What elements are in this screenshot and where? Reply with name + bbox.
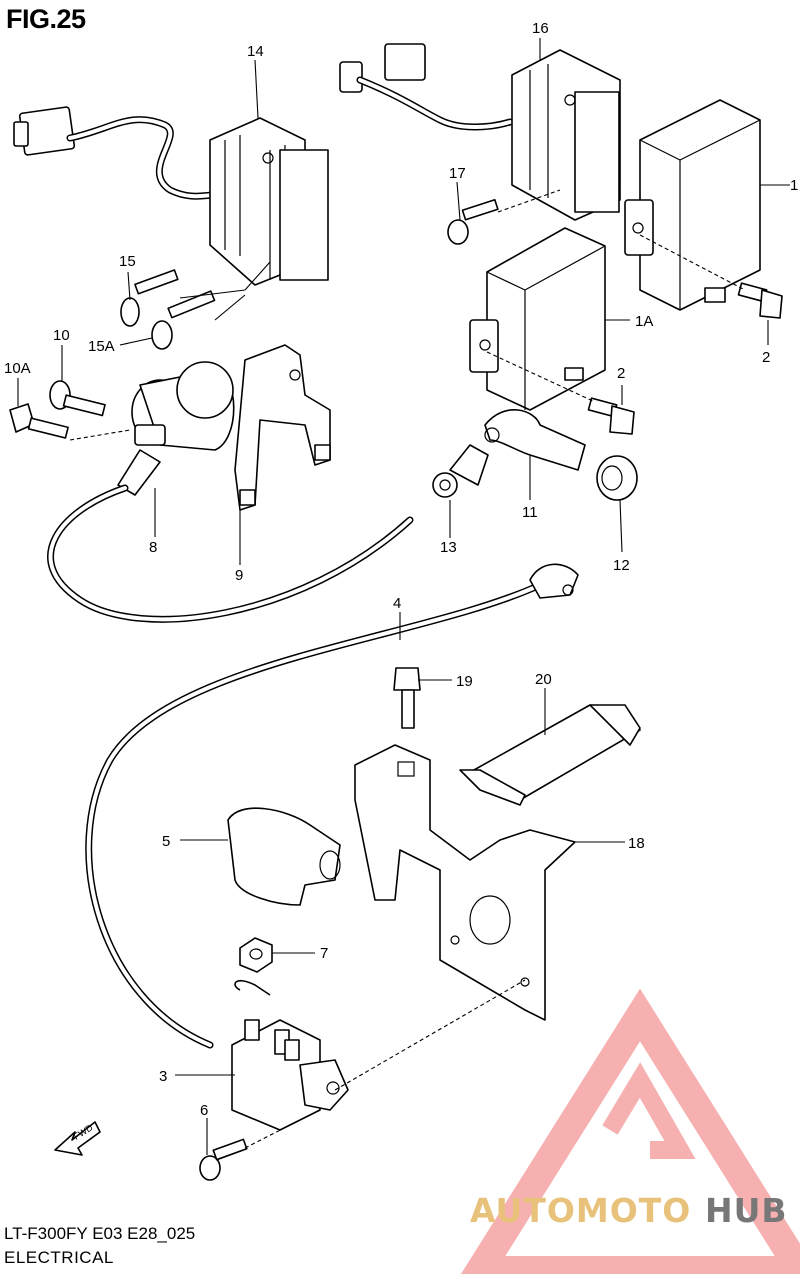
part-19-bolt <box>393 667 421 729</box>
part-13-cap <box>432 444 489 498</box>
part-7-nut <box>239 937 273 973</box>
watermark-logo <box>460 988 800 1274</box>
part-2-bolt-lower <box>587 397 635 435</box>
label-part-7: 7 <box>320 945 328 962</box>
part-12-seal <box>596 455 638 501</box>
model-code: LT-F300FY E03 E28_025 <box>4 1224 196 1243</box>
part-8-ignition-coil <box>117 361 235 496</box>
label-part-17: 17 <box>449 165 466 182</box>
fwd-arrow-icon: FWD <box>54 1121 101 1156</box>
part-9-bracket <box>234 344 331 511</box>
part-16-regulator <box>339 43 621 221</box>
part-11-plug-cap <box>484 408 586 471</box>
label-part-5: 5 <box>162 833 170 850</box>
part-4-wire <box>85 563 579 1049</box>
label-part-20: 20 <box>535 671 552 688</box>
watermark-text-hub: HUB <box>705 1191 788 1230</box>
part-17-bolt <box>447 198 499 245</box>
figure-title: FIG.25 <box>6 4 86 34</box>
part-3-starter-relay <box>231 980 349 1131</box>
section-name: ELECTRICAL <box>4 1248 114 1267</box>
part-1-cdi-unit <box>624 99 761 311</box>
part-18-battery-bracket <box>354 744 576 1021</box>
part-5-terminal-boot <box>227 807 341 906</box>
part-10-bolt <box>49 380 106 417</box>
label-part-6: 6 <box>200 1102 208 1119</box>
label-part-11: 11 <box>522 504 538 521</box>
part-15A-screw <box>151 290 216 350</box>
label-part-1A: 1A <box>635 313 653 330</box>
label-part-14: 14 <box>247 43 264 60</box>
label-part-8: 8 <box>149 539 157 556</box>
label-part-4: 4 <box>393 595 401 612</box>
part-2-bolt-upper <box>737 282 783 319</box>
watermark-triangle <box>460 988 800 1274</box>
label-part-10: 10 <box>53 327 70 344</box>
label-part-15A: 15A <box>88 338 115 355</box>
label-part-2-lower: 2 <box>617 365 625 382</box>
label-part-1: 1 <box>790 177 798 194</box>
label-part-19: 19 <box>456 673 473 690</box>
part-labels: 14 16 17 1 1A 2 2 15 15A 10 10A 8 9 13 1… <box>4 20 798 1119</box>
part-1A-cdi-unit <box>469 227 606 411</box>
part-10A-bolt <box>9 403 69 439</box>
part-14-regulator <box>13 106 329 286</box>
leader-lines <box>17 38 790 1155</box>
label-part-3: 3 <box>159 1068 167 1085</box>
watermark-text-primary: AUTOMOTO <box>470 1191 691 1230</box>
label-part-16: 16 <box>532 20 549 37</box>
part-20-strap <box>459 704 641 806</box>
watermark-inner-mark <box>602 1062 696 1159</box>
label-part-2-upper: 2 <box>762 349 770 366</box>
part-6-screw <box>199 1138 248 1181</box>
label-part-12: 12 <box>613 557 630 574</box>
label-part-10A: 10A <box>4 360 31 377</box>
label-part-13: 13 <box>440 539 457 556</box>
label-part-18: 18 <box>628 835 645 852</box>
label-part-9: 9 <box>235 567 243 584</box>
label-part-15: 15 <box>119 253 136 270</box>
